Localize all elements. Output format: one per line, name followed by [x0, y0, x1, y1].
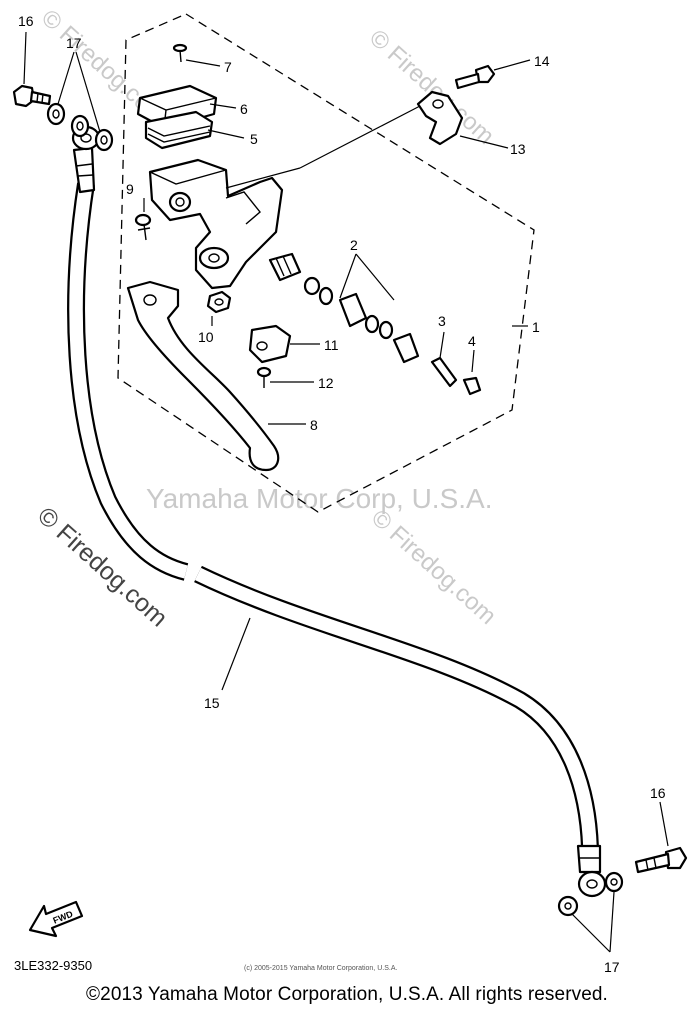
fwd-arrow: FWD	[28, 900, 84, 938]
copyright-footer: ©2013 Yamaha Motor Corporation, U.S.A. A…	[86, 984, 608, 1005]
fine-print: (c) 2005-2015 Yamaha Motor Corporation, …	[244, 965, 397, 972]
callout-6: 6	[240, 101, 248, 117]
callout-9: 9	[126, 181, 134, 197]
callout-3: 3	[438, 313, 446, 329]
watermark-corp: Yamaha Motor Corp, U.S.A.	[146, 483, 493, 514]
watermark-site-3: © Firedog.com	[366, 504, 501, 630]
callout-10: 10	[198, 329, 214, 345]
banjo-bolt-bottom	[634, 846, 688, 874]
pivot-nut	[206, 290, 232, 314]
callout-17-top: 17	[66, 35, 82, 51]
callout-13: 13	[510, 141, 526, 157]
washers-bottom	[557, 871, 624, 917]
callout-17-bottom: 17	[604, 959, 620, 975]
callout-4: 4	[468, 333, 476, 349]
pivot-bolt	[134, 213, 152, 241]
callout-2: 2	[350, 237, 358, 253]
callout-1: 1	[532, 319, 540, 335]
diaphragm	[144, 110, 214, 150]
washers-top	[46, 102, 114, 152]
holder-bolt	[454, 64, 496, 90]
switch-screw	[256, 366, 272, 388]
callout-8: 8	[310, 417, 318, 433]
callout-16-bottom: 16	[650, 785, 666, 801]
callout-5: 5	[250, 131, 258, 147]
diagram-code: 3LE332-9350	[14, 958, 92, 973]
brake-hose	[67, 125, 607, 898]
piston-kit	[268, 252, 482, 396]
callout-11: 11	[324, 337, 339, 353]
callout-16-top: 16	[18, 13, 34, 29]
cap-screw	[172, 43, 188, 63]
callout-12: 12	[318, 375, 334, 391]
banjo-bolt-top	[12, 84, 52, 108]
callout-14: 14	[534, 53, 550, 69]
callout-7: 7	[224, 59, 232, 75]
brake-lever	[126, 280, 280, 472]
leader-lines	[23, 31, 669, 953]
brake-switch	[248, 324, 292, 364]
callouts: 7 6 5 17 16 9 10 11 12 8 2 3 4 1 13 14 1…	[18, 13, 666, 975]
callout-15: 15	[204, 695, 220, 711]
assembly-boundary	[117, 13, 535, 513]
holder-bracket	[416, 90, 464, 146]
master-cylinder-body	[148, 158, 284, 290]
